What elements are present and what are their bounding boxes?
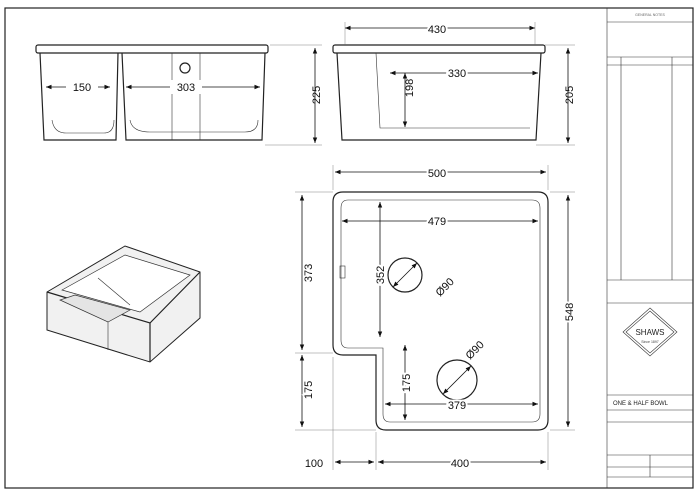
dim-400: 400 bbox=[451, 458, 469, 470]
dim-225: 225 bbox=[311, 86, 323, 104]
brand-name: SHAWS bbox=[635, 328, 664, 337]
title-block: GENERAL NOTES SHAWS Since 1897 ONE & HAL… bbox=[606, 8, 693, 488]
front-elevation: 150 303 225 bbox=[35, 44, 323, 146]
dim-430: 430 bbox=[428, 24, 446, 36]
dim-205: 205 bbox=[564, 86, 576, 104]
product-name: ONE & HALF BOWL bbox=[613, 401, 669, 407]
dim-330: 330 bbox=[448, 68, 466, 80]
dim-diameter-2: Ø90 bbox=[464, 339, 487, 362]
dim-500: 500 bbox=[428, 168, 446, 180]
dim-548: 548 bbox=[564, 303, 576, 321]
isometric-view bbox=[46, 245, 201, 363]
shaws-logo: SHAWS Since 1897 bbox=[622, 307, 678, 357]
dim-373: 373 bbox=[303, 264, 315, 282]
dim-150: 150 bbox=[73, 82, 91, 94]
side-elevation: 430 330 198 205 bbox=[332, 22, 576, 146]
dim-diameter-1: Ø90 bbox=[434, 276, 457, 299]
dim-198: 198 bbox=[404, 79, 416, 97]
dim-352: 352 bbox=[375, 266, 387, 284]
dim-379: 379 bbox=[448, 400, 466, 412]
dim-100: 100 bbox=[305, 458, 323, 470]
dim-175-inner: 175 bbox=[401, 374, 413, 392]
notes-heading: GENERAL NOTES bbox=[635, 13, 665, 17]
drawing-frame bbox=[4, 7, 694, 489]
dim-479: 479 bbox=[428, 216, 446, 228]
brand-since: Since 1897 bbox=[641, 340, 659, 344]
dim-175-outer: 175 bbox=[303, 381, 315, 399]
plan-view: Ø90 Ø90 500 479 373 175 548 352 175 379 … bbox=[295, 165, 578, 472]
dim-303: 303 bbox=[177, 82, 195, 94]
waste-hole-1 bbox=[387, 257, 423, 293]
waste-hole-2 bbox=[436, 359, 478, 401]
